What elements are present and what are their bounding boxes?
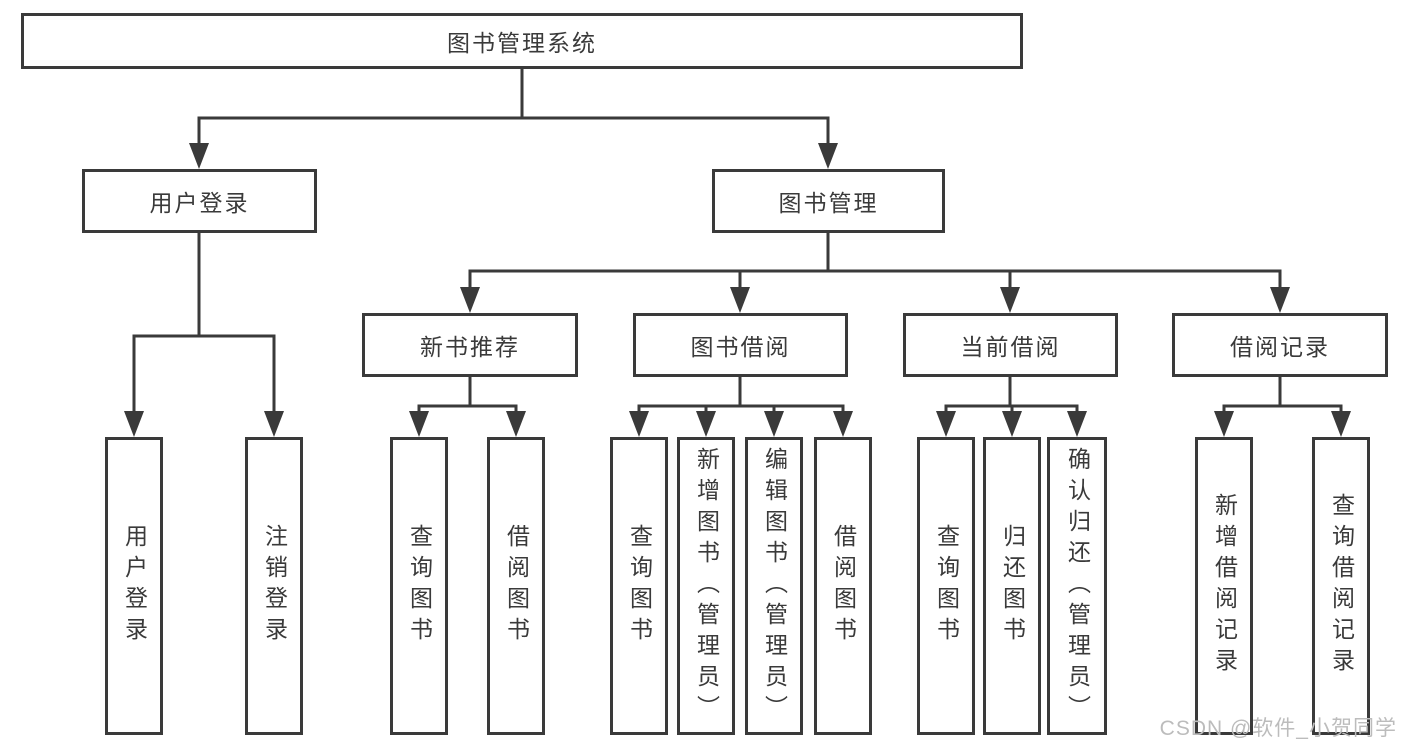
node-new-book-recommend: 新书推荐 xyxy=(362,313,578,377)
leaf-borrow-books-recommend-label: 借阅图书 xyxy=(503,524,530,648)
leaf-query-books-borrow: 查询图书 xyxy=(610,437,668,735)
node-book-management: 图书管理 xyxy=(712,169,945,233)
leaf-logout: 注销登录 xyxy=(245,437,303,735)
leaf-borrow-books-recommend: 借阅图书 xyxy=(487,437,545,735)
leaf-logout-label: 注销登录 xyxy=(261,524,288,648)
leaf-add-borrow-record-label: 新增借阅记录 xyxy=(1211,493,1238,679)
leaf-borrow-books-label: 借阅图书 xyxy=(830,524,857,648)
leaf-query-books-current-label: 查询图书 xyxy=(933,524,960,648)
leaf-confirm-return-admin: 确认归还（管理员） xyxy=(1047,437,1107,735)
leaf-borrow-books: 借阅图书 xyxy=(814,437,872,735)
leaf-edit-books-admin-label: 编辑图书（管理员） xyxy=(761,446,788,726)
leaf-query-books-recommend: 查询图书 xyxy=(390,437,448,735)
node-new-book-recommend-label: 新书推荐 xyxy=(420,334,520,360)
leaf-query-borrow-record-label: 查询借阅记录 xyxy=(1328,493,1355,679)
leaf-query-books-recommend-label: 查询图书 xyxy=(406,524,433,648)
node-root: 图书管理系统 xyxy=(21,13,1023,69)
node-book-borrow: 图书借阅 xyxy=(633,313,848,377)
leaf-add-books-admin-label: 新增图书（管理员） xyxy=(693,446,720,726)
leaf-return-books-label: 归还图书 xyxy=(999,524,1026,648)
node-user-login-label: 用户登录 xyxy=(149,190,250,216)
leaf-return-books: 归还图书 xyxy=(983,437,1041,735)
watermark: CSDN @软件_小贺同学 xyxy=(1159,717,1397,740)
leaf-query-books-current: 查询图书 xyxy=(917,437,975,735)
node-borrow-records-label: 借阅记录 xyxy=(1230,334,1330,360)
leaf-add-books-admin: 新增图书（管理员） xyxy=(677,437,735,735)
leaf-query-books-borrow-label: 查询图书 xyxy=(626,524,653,648)
leaf-add-borrow-record: 新增借阅记录 xyxy=(1195,437,1253,735)
node-user-login: 用户登录 xyxy=(82,169,317,233)
leaf-query-borrow-record: 查询借阅记录 xyxy=(1312,437,1370,735)
node-current-borrow: 当前借阅 xyxy=(903,313,1118,377)
node-root-label: 图书管理系统 xyxy=(447,30,597,56)
node-current-borrow-label: 当前借阅 xyxy=(960,334,1061,360)
leaf-confirm-return-admin-label: 确认归还（管理员） xyxy=(1064,446,1091,726)
leaf-user-login-label: 用户登录 xyxy=(121,524,148,648)
leaf-user-login: 用户登录 xyxy=(105,437,163,735)
node-book-borrow-label: 图书借阅 xyxy=(690,334,791,360)
node-book-management-label: 图书管理 xyxy=(778,190,879,216)
leaf-edit-books-admin: 编辑图书（管理员） xyxy=(745,437,803,735)
node-borrow-records: 借阅记录 xyxy=(1172,313,1388,377)
